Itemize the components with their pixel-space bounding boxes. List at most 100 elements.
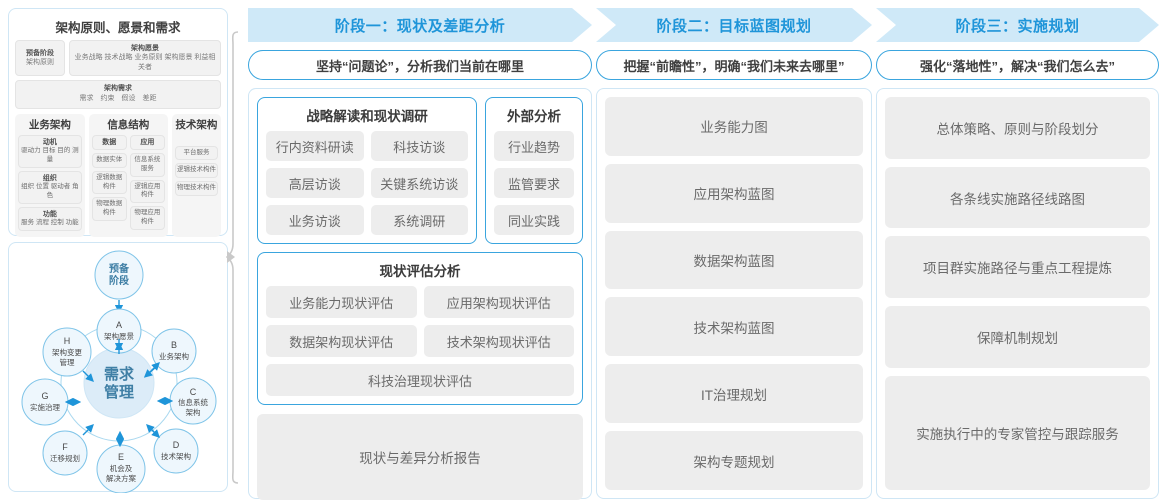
implementation-item[interactable]: 项目群实施路径与重点工程提炼 (885, 236, 1150, 299)
strategy-research-title: 战略解读和现状调研 (306, 109, 428, 124)
current-state-assessment-items: 业务能力现状评估 应用架构现状评估 数据架构现状评估 技术架构现状评估 (266, 286, 574, 357)
adm-node-b-key: B (171, 340, 177, 350)
togaf-business-block-items: 驱动力 目标 目的 测量 (21, 147, 79, 163)
adm-node-f-key: F (62, 442, 68, 452)
adm-node-c-label-1: 信息系统 (178, 397, 208, 407)
togaf-row-1: 预备阶段 架构原则 架构愿景 业务战略 技术战略 业务原则 架构愿景 利益相关者 (15, 40, 221, 77)
brace-connector (225, 30, 244, 485)
current-state-assessment-title: 现状评估分析 (379, 264, 461, 279)
adm-node-g (21, 378, 69, 426)
adm-node-e-key: E (118, 452, 124, 462)
adm-arrow-d-out (148, 426, 160, 438)
adm-cycle-panel: 需求 管理 预备 阶段 A 架构愿景 B 业务架构 (8, 242, 228, 494)
blueprint-item[interactable]: 业务能力图 (605, 97, 863, 156)
adm-node-e-label-1: 机会及 (110, 463, 133, 473)
adm-node-b-label: 业务架构 (159, 351, 189, 361)
strategy-research-item[interactable]: 行内资料研读 (266, 131, 364, 161)
adm-node-h-label-1: 架构变更 (52, 347, 82, 357)
togaf-information-subcolumns: 数据 数据实体 逻辑数据构件 物理数据构件 应用 信息系统服务 逻辑应用构件 (91, 134, 165, 233)
togaf-business-block-head: 动机 (42, 138, 57, 146)
blueprint-item[interactable]: 技术架构蓝图 (605, 297, 863, 357)
implementation-item[interactable]: 保障机制规划 (885, 306, 1150, 368)
togaf-data-head: 数据 (102, 138, 117, 146)
togaf-data-item: 逻辑数据构件 (91, 170, 127, 195)
strategy-research-item[interactable]: 高层访谈 (266, 168, 364, 198)
external-analysis-item[interactable]: 监管要求 (494, 168, 574, 198)
implementation-item[interactable]: 总体策略、原则与阶段划分 (885, 97, 1150, 159)
adm-node-b (151, 328, 197, 374)
phase1-top-section: 战略解读和现状调研 行内资料研读 科技访谈 高层访谈 关键系统访谈 业务访谈 系… (257, 97, 583, 244)
togaf-technology-title: 技术架构 (175, 118, 218, 131)
togaf-data-subcolumn: 数据 数据实体 逻辑数据构件 物理数据构件 (91, 134, 127, 233)
adm-node-g-label: 实施治理 (30, 402, 60, 412)
togaf-business-block-head: 组织 (42, 174, 57, 182)
adm-node-a-label: 架构愿景 (104, 331, 134, 341)
left-column: 架构原则、愿景和需求 预备阶段 架构原则 架构愿景 业务战略 技术战略 业务原则… (8, 8, 228, 494)
adm-node-prelim-label-1: 预备 (109, 262, 130, 275)
adm-center-label-1: 需求 (104, 365, 135, 383)
implementation-item[interactable]: 各条线实施路径线路图 (885, 166, 1150, 229)
togaf-business-block: 功能 服务 流程 控制 功能 (18, 206, 82, 231)
strategy-research-item[interactable]: 科技访谈 (370, 131, 468, 161)
togaf-business-block: 动机 驱动力 目标 目的 测量 (18, 134, 82, 168)
strategy-research-items: 行内资料研读 科技访谈 高层访谈 关键系统访谈 业务访谈 系统调研 (266, 131, 468, 235)
togaf-business-title: 业务架构 (28, 118, 71, 131)
togaf-domain-columns: 业务架构 动机 驱动力 目标 目的 测量 组织 组织 位置 驱动者 角色 功能 … (15, 113, 221, 237)
phase-body-3: 总体策略、原则与阶段划分 各条线实施路径线路图 项目群实施路径与重点工程提炼 保… (876, 88, 1159, 499)
adm-cycle-svg: 需求 管理 预备 阶段 A 架构愿景 B 业务架构 (21, 250, 217, 494)
brace-icon (225, 31, 239, 484)
togaf-content-framework-panel: 架构原则、愿景和需求 预备阶段 架构原则 架构愿景 业务战略 技术战略 业务原则… (8, 8, 228, 279)
togaf-application-item: 物理应用构件 (129, 206, 165, 230)
togaf-data-item: 物理数据构件 (91, 197, 127, 221)
external-analysis-card: 外部分析 行业趋势 监管要求 同业实践 (485, 97, 583, 244)
togaf-business-block-head: 功能 (42, 210, 57, 218)
adm-node-c-key: C (190, 387, 197, 397)
adm-arrow-h-out (82, 370, 94, 382)
togaf-data-head-chip: 数据 (91, 134, 127, 151)
togaf-requirements-items: 需求 约束 假设 差距 (79, 95, 157, 103)
phase-banner-1: 阶段一：现状及差距分析 (248, 8, 592, 42)
assessment-item[interactable]: 数据架构现状评估 (266, 325, 417, 357)
external-analysis-item[interactable]: 行业趋势 (494, 131, 574, 161)
assessment-item[interactable]: 业务能力现状评估 (266, 286, 417, 318)
blueprint-item[interactable]: IT治理规划 (605, 364, 863, 424)
togaf-prelim-items: 架构原则 (26, 59, 54, 67)
phase-column-2: 阶段二：目标蓝图规划 把握“前瞻性”，明确“我们未来去哪里” 业务能力图 应用架… (596, 8, 872, 499)
assessment-item-full[interactable]: 科技治理现状评估 (266, 364, 574, 396)
external-analysis-item[interactable]: 同业实践 (494, 205, 574, 235)
adm-center-node (83, 347, 155, 419)
implementation-item[interactable]: 实施执行中的专家管控与跟踪服务 (885, 375, 1150, 490)
assessment-item[interactable]: 技术架构现状评估 (423, 325, 574, 357)
adm-node-prelim (94, 250, 144, 300)
phase-banner-3-shape (876, 8, 1159, 42)
external-analysis-title: 外部分析 (507, 109, 561, 124)
blueprint-item[interactable]: 应用架构蓝图 (605, 163, 863, 223)
phase-column-3: 阶段三：实施规划 强化“落地性”，解决“我们怎么去” 总体策略、原则与阶段划分 … (876, 8, 1159, 499)
togaf-requirements-head: 架构需求 (104, 85, 132, 93)
adm-node-c-label-2: 架构 (186, 407, 201, 417)
togaf-application-item: 逻辑应用构件 (129, 179, 165, 204)
togaf-data-item: 数据实体 (91, 153, 127, 168)
blueprint-item[interactable]: 数据架构蓝图 (605, 230, 863, 290)
adm-node-f (42, 430, 88, 476)
togaf-business-architecture-column: 业务架构 动机 驱动力 目标 目的 测量 组织 组织 位置 驱动者 角色 功能 … (15, 113, 85, 237)
assessment-item[interactable]: 应用架构现状评估 (423, 286, 574, 318)
strategy-research-item[interactable]: 关键系统访谈 (370, 168, 468, 198)
strategy-research-item[interactable]: 系统调研 (370, 205, 468, 235)
phase-column-1: 阶段一：现状及差距分析 坚持“问题论”，分析我们当前在哪里 战略解读和现状调研 … (248, 8, 592, 500)
strategy-research-item[interactable]: 业务访谈 (266, 205, 364, 235)
togaf-application-head-chip: 应用 (129, 134, 165, 151)
phase-banner-3: 阶段三：实施规划 (876, 8, 1159, 42)
togaf-application-item: 信息系统服务 (129, 153, 165, 177)
togaf-technology-item: 逻辑技术构件 (174, 163, 218, 179)
adm-node-d-key: D (173, 440, 180, 450)
gap-analysis-report[interactable]: 现状与差异分析报告 (257, 414, 583, 500)
togaf-title: 架构原则、愿景和需求 (55, 21, 181, 35)
phase-body-2: 业务能力图 应用架构蓝图 数据架构蓝图 技术架构蓝图 IT治理规划 架构专题规划 (596, 88, 872, 499)
togaf-vision-items: 业务战略 技术战略 业务原则 架构愿景 利益相关者 (74, 54, 216, 71)
blueprint-item[interactable]: 架构专题规划 (605, 431, 863, 490)
adm-node-d (153, 428, 199, 474)
togaf-technology-item: 平台服务 (174, 145, 218, 161)
phase-banner-2: 阶段二：目标蓝图规划 (596, 8, 872, 42)
